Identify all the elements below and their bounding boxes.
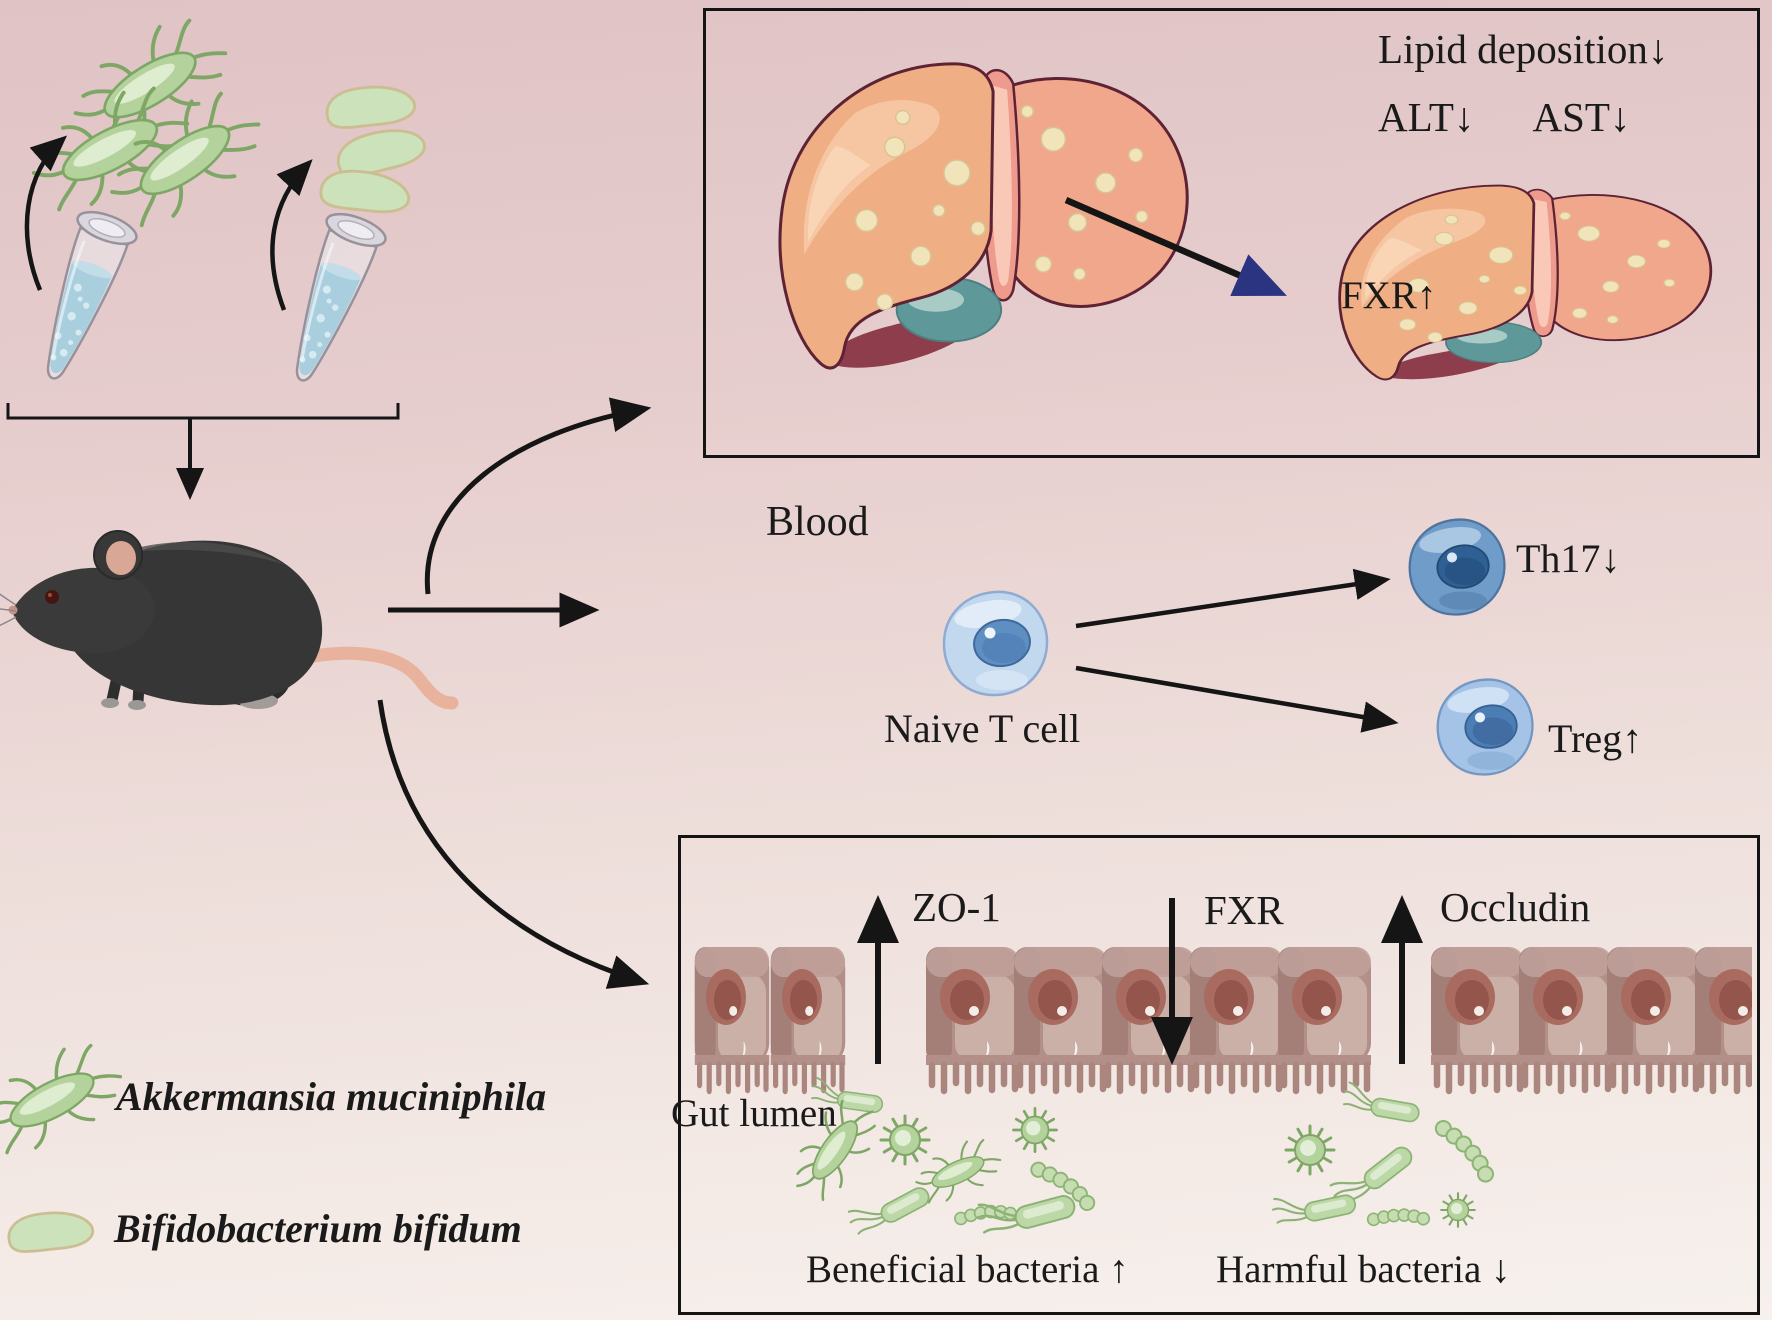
naive-t-cell-illustration [942,590,1049,697]
alt-label: ALT↓ [1378,94,1475,140]
akkermansia-legend-label: Akkermansia muciniphila [116,1074,547,1119]
ast-label: AST↓ [1532,94,1631,140]
liver-outcome-panel [703,8,1760,458]
beneficial-bacteria-label: Beneficial bacteria ↑ [806,1248,1129,1291]
treg-label: Treg↑ [1548,716,1643,761]
th17-cell-illustration [1408,518,1506,616]
enzyme-labels: ALT↓ AST↓ [1378,94,1631,140]
bifidobacterium-legend-icon [4,1203,97,1259]
eppendorf-tube-left-illustration [21,204,142,391]
harmful-bacteria-label: Harmful bacteria ↓ [1216,1248,1511,1291]
occludin-label: Occludin [1440,884,1591,930]
mouse-to-gut-arrow [377,699,650,989]
lipid-deposition-label: Lipid deposition↓ [1378,26,1669,72]
bracket [6,403,400,420]
blood-section-title: Blood [766,499,869,545]
mouse-to-liver-arrow [424,397,652,595]
gut-outcome-panel [678,835,1760,1315]
eppendorf-tube-right-illustration [270,206,391,393]
naive-to-th17-arrow [1075,568,1391,629]
zo1-label: ZO-1 [912,884,1001,930]
gut-lumen-label: Gut lumen [671,1092,837,1135]
mouse-illustration [0,530,459,710]
akkermansia-cluster-illustration [18,2,277,241]
naive-t-cell-label: Naive T cell [884,706,1081,751]
treg-cell-illustration [1436,678,1534,776]
akkermansia-legend-icon [0,1030,134,1167]
bifidobacterium-legend-label: Bifidobacterium bifidum [114,1206,522,1251]
tube-to-akkermansia-arrow [24,135,68,291]
tube-to-bifidobacterium-arrow [270,159,313,311]
liver-fxr-label: FXR↑ [1341,274,1437,317]
th17-label: Th17↓ [1516,536,1621,581]
naive-to-treg-arrow [1075,665,1399,733]
gut-fxr-label: FXR [1204,887,1284,933]
bifidobacterium-cluster-illustration [318,77,430,215]
